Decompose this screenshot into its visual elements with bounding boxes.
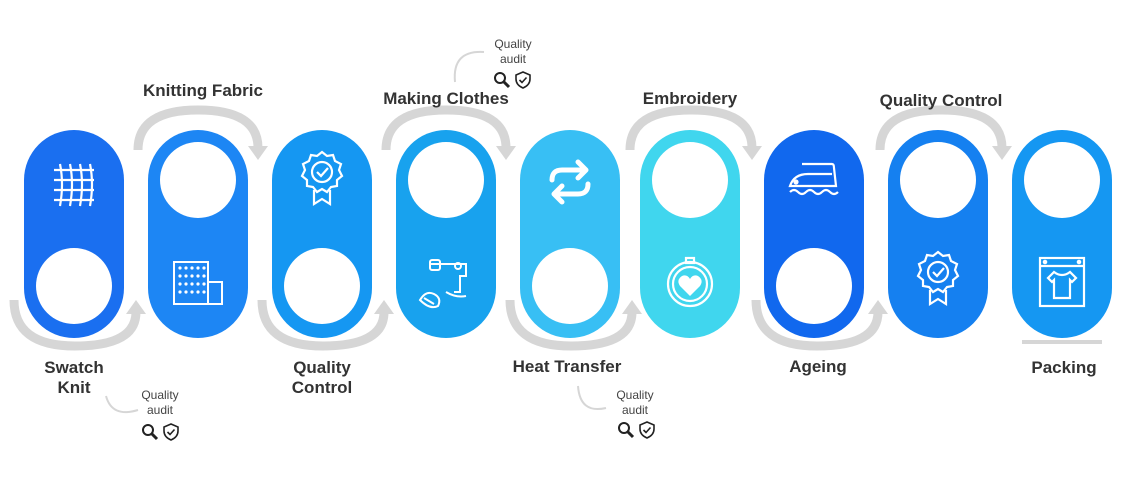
quality-audit-note-2: Quality audit xyxy=(141,388,179,417)
sewing-machine-icon xyxy=(416,252,476,312)
quality-audit-icons-3 xyxy=(617,421,657,441)
audit-hook xyxy=(577,385,607,410)
step-hole xyxy=(776,248,852,324)
transfer-arrows-icon xyxy=(540,152,600,212)
connector-arc-bottom xyxy=(751,299,883,351)
step-pill-heat-transfer xyxy=(520,130,620,338)
step-hole xyxy=(532,248,608,324)
connector-arc-bottom xyxy=(257,299,389,351)
connector-arc-bottom xyxy=(9,299,141,351)
steam-iron-icon xyxy=(784,152,844,212)
step-pill-embroidery xyxy=(640,130,740,338)
quality-audit-icons-1 xyxy=(493,71,533,91)
connector-arc-top xyxy=(381,105,511,151)
connector-arrowhead xyxy=(622,300,642,314)
step-label-heat-transfer: Heat Transfer xyxy=(512,357,622,376)
connector-arc-top xyxy=(875,105,1007,151)
quality-badge-icon xyxy=(908,248,968,308)
quality-audit-note-3: Quality audit xyxy=(616,388,654,417)
step-pill-packing xyxy=(1012,130,1112,338)
step-hole xyxy=(652,142,728,218)
quality-audit-note-1: Quality audit xyxy=(494,37,532,66)
step-pill-making-clothes xyxy=(396,130,496,338)
embroidery-hoop-icon xyxy=(660,252,720,312)
step-pill-swatch-knit xyxy=(24,130,124,338)
audit-hook xyxy=(453,50,485,83)
step-pill-quality-control-2 xyxy=(888,130,988,338)
step-hole xyxy=(900,142,976,218)
step-hole xyxy=(408,142,484,218)
connector-arc-bottom xyxy=(505,299,637,351)
connector-arrowhead xyxy=(248,146,268,160)
quality-audit-icons-2 xyxy=(141,423,181,443)
step-label-quality-control-1: Quality Control xyxy=(291,358,353,397)
connector-arrowhead xyxy=(374,300,394,314)
connector-arrowhead xyxy=(126,300,146,314)
step-hole xyxy=(160,142,236,218)
step-label-quality-control-2: Quality Control xyxy=(879,91,1003,110)
step-hole xyxy=(1024,142,1100,218)
step-pill-quality-control-1 xyxy=(272,130,372,338)
connector-arrowhead xyxy=(496,146,516,160)
connector-arc-top xyxy=(133,105,263,151)
audit-hook xyxy=(105,395,139,414)
packing-baseline-bar xyxy=(1022,340,1102,344)
step-hole xyxy=(284,248,360,324)
knitting-machine-icon xyxy=(168,252,228,312)
step-label-packing: Packing xyxy=(1031,358,1097,377)
connector-arrowhead xyxy=(742,146,762,160)
connector-arrowhead xyxy=(992,146,1012,160)
fabric-weave-icon xyxy=(44,154,104,214)
connector-arrowhead xyxy=(868,300,888,314)
step-pill-knitting-fabric xyxy=(148,130,248,338)
packed-shirt-icon xyxy=(1032,252,1092,312)
step-label-embroidery: Embroidery xyxy=(642,89,738,108)
connector-arc-top xyxy=(625,105,757,151)
step-label-making-clothes: Making Clothes xyxy=(383,89,509,108)
step-hole xyxy=(36,248,112,324)
quality-badge-icon xyxy=(292,148,352,208)
step-label-ageing: Ageing xyxy=(789,357,847,376)
step-label-knitting-fabric: Knitting Fabric xyxy=(143,81,263,100)
step-pill-ageing xyxy=(764,130,864,338)
step-label-swatch-knit: Swatch Knit xyxy=(44,358,104,397)
